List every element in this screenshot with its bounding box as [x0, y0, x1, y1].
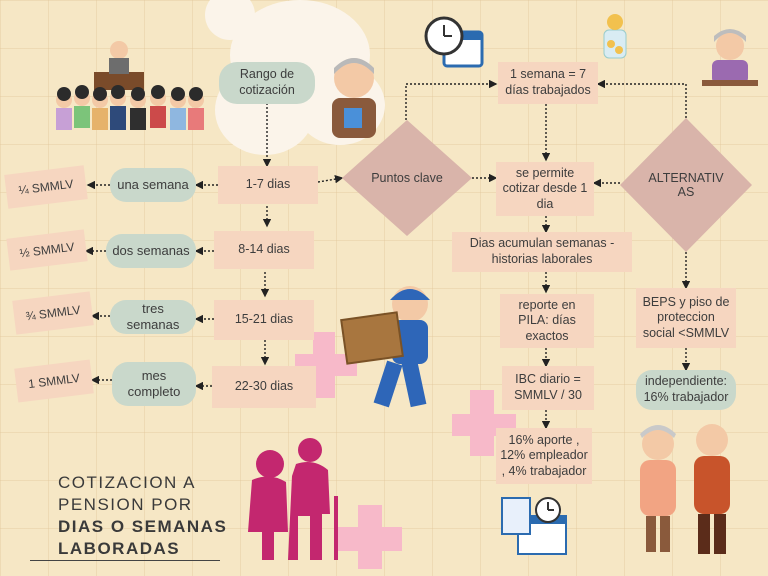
aporte-node: 16% aporte , 12% empleador , 4% trabajad… — [496, 428, 592, 484]
title-line-4: LABORADAS — [58, 539, 181, 558]
worker-carrying-box-illustration — [340, 286, 430, 408]
elderly-man-illustration — [332, 58, 376, 138]
range-1-7-days: 1-7 dias — [218, 166, 318, 204]
infographic-title: COTIZACION A PENSION POR DIAS O SEMANAS … — [58, 472, 258, 560]
period-una-semana: una semana — [110, 168, 196, 202]
alternativas-label: ALTERNATIV AS — [648, 171, 724, 199]
title-underline — [30, 560, 220, 561]
ibc-diario-node: IBC diario = SMMLV / 30 — [502, 366, 594, 410]
cotizar-desde-node: se permite cotizar desde 1 dia — [496, 162, 594, 216]
period-tres-semanas: tres semanas — [110, 300, 196, 334]
independiente-node: independiente: 16% trabajador — [636, 370, 736, 410]
semana-dias-node: 1 semana = 7 días trabajados — [498, 62, 598, 104]
alternativas-node: ALTERNATIV AS — [620, 118, 752, 252]
elderly-woman-writing-illustration — [702, 29, 758, 86]
title-line-2: PENSION POR — [58, 495, 193, 514]
title-line-1: COTIZACION A — [58, 473, 196, 492]
coins-jar-icon — [603, 14, 627, 59]
elderly-couple-silhouette-icon — [248, 438, 338, 560]
crowd-illustration — [56, 41, 204, 130]
range-8-14-days: 8-14 dias — [214, 231, 314, 269]
title-line-3: DIAS O SEMANAS — [58, 517, 228, 536]
beps-node: BEPS y piso de proteccion social <SMMLV — [636, 288, 736, 348]
dias-acumulan-node: Dias acumulan semanas - historias labora… — [452, 232, 632, 272]
reporte-pila-node: reporte en PILA: días exactos — [500, 294, 594, 348]
calendar-schedule-icon — [501, 497, 567, 555]
range-15-21-days: 15-21 dias — [214, 300, 314, 340]
clock-calendar-icon — [424, 16, 484, 68]
rango-cotizacion-node: Rango de cotización — [219, 62, 315, 104]
range-22-30-days: 22-30 dias — [212, 366, 316, 408]
period-mes-completo: mes completo — [112, 362, 196, 406]
elderly-couple-walking-illustration — [640, 424, 730, 554]
puntos-clave-label: Puntos clave — [371, 171, 443, 185]
puntos-clave-node: Puntos clave — [342, 120, 472, 236]
period-dos-semanas: dos semanas — [106, 234, 196, 268]
